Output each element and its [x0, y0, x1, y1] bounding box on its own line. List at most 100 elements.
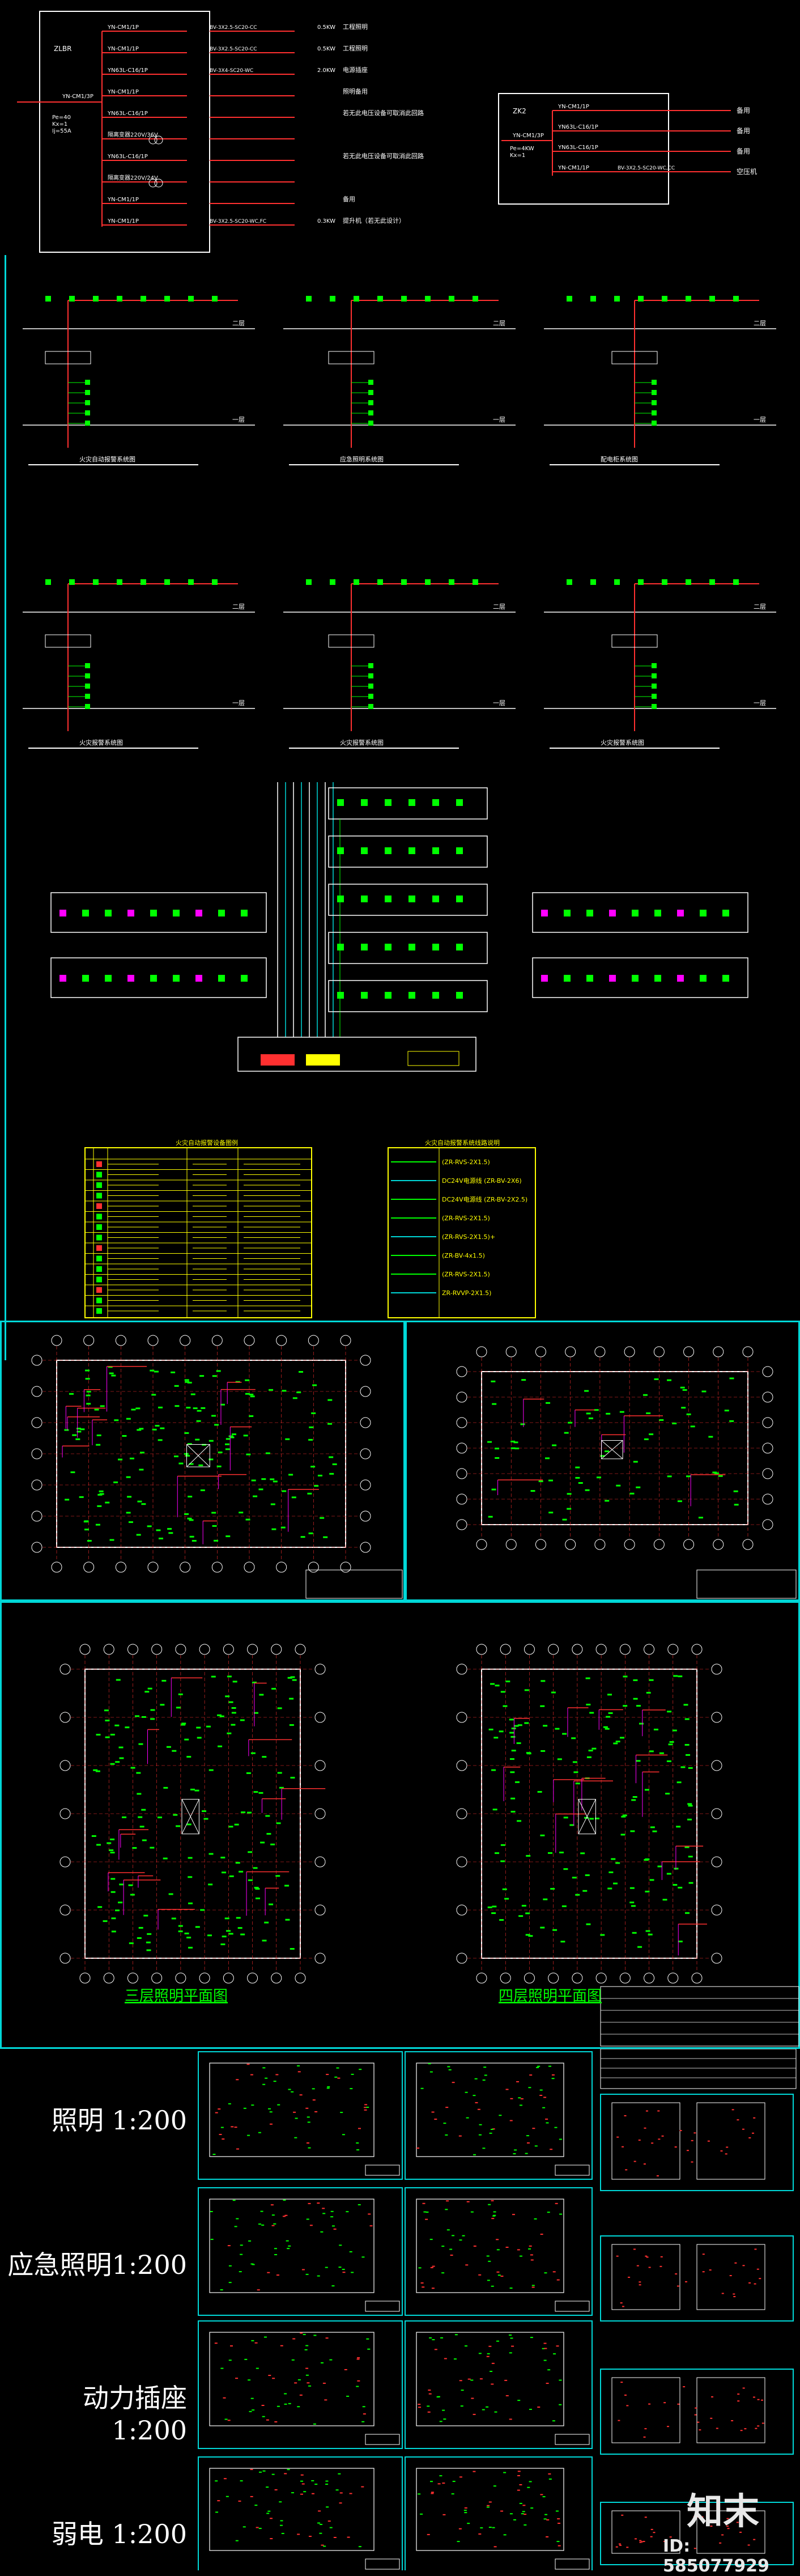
circuit-power: 0.5KW — [317, 46, 335, 52]
thumbnail-fixture — [530, 2259, 534, 2261]
thumbnail-fixture — [693, 2548, 696, 2549]
thumbnail-fixture — [330, 2210, 334, 2212]
light-fixture — [285, 1438, 290, 1440]
thumbnail-fixture — [658, 2138, 661, 2140]
thumbnail-title-block — [555, 2165, 590, 2176]
light-fixture — [156, 1529, 161, 1531]
thumbnail-fixture — [256, 2527, 259, 2528]
thumbnail-fixture — [470, 2379, 474, 2381]
light-fixture — [309, 1426, 314, 1428]
light-fixture — [666, 1760, 671, 1762]
axis-bubble — [223, 1972, 234, 1984]
device-symbol — [456, 992, 463, 999]
light-fixture — [560, 1941, 565, 1943]
axis-bubble — [619, 1644, 631, 1655]
light-fixture — [327, 1399, 333, 1401]
device-symbol — [85, 694, 90, 699]
thumbnail-fixture — [305, 2345, 309, 2346]
axis-bubble — [59, 1904, 71, 1916]
light-fixture — [270, 1843, 275, 1845]
panel-a-sub3: Ij=55A — [52, 128, 71, 134]
thumbnail-fixture — [503, 2472, 507, 2473]
axis-bubble — [762, 1417, 773, 1428]
circuit-breaker: YN-CM1/1P — [558, 104, 589, 110]
thumbnail-fixture — [548, 2479, 552, 2480]
light-fixture — [229, 1875, 234, 1877]
device-symbol — [652, 694, 657, 699]
thumbnail-fixture — [260, 2210, 263, 2212]
thumbnail-fixture — [258, 2223, 261, 2225]
thumbnail-sheet — [198, 2187, 403, 2316]
light-fixture — [212, 1525, 217, 1527]
light-fixture — [510, 1771, 515, 1773]
legend-symbol — [96, 1182, 102, 1188]
thumbnail-fixture — [531, 2286, 535, 2288]
light-fixture — [93, 1769, 98, 1771]
axis-bubble — [115, 1561, 126, 1573]
thumbnail-fixture — [737, 2119, 739, 2121]
light-fixture — [592, 1747, 597, 1750]
light-fixture — [674, 1868, 679, 1870]
device-symbol — [449, 296, 454, 302]
riser-caption: 配电柜系统图 — [601, 456, 638, 463]
thumbnail-sheet — [600, 2502, 794, 2565]
thumbnail-fixture — [346, 2395, 350, 2397]
light-fixture — [168, 1893, 173, 1895]
panel-b-code: ZK2 — [513, 107, 526, 115]
thumbnail-fixture — [325, 2267, 328, 2268]
axis-bubble — [691, 1972, 703, 1984]
light-fixture — [128, 1884, 133, 1886]
thumbnail-fixture — [287, 2248, 290, 2250]
light-fixture — [500, 1860, 505, 1862]
legend-symbol — [96, 1245, 102, 1251]
thumbnail-fixture — [304, 2349, 308, 2350]
plan-sheet-2 — [405, 1321, 800, 1601]
thumbnail-fixture — [540, 2233, 543, 2235]
axis-bubble — [619, 1972, 631, 1984]
device-symbol — [432, 847, 439, 854]
light-fixture — [253, 1712, 258, 1714]
light-fixture — [569, 1824, 575, 1826]
axis-bubble — [31, 1386, 42, 1397]
thumbnail-fixture — [453, 2358, 457, 2360]
axis-bubble — [711, 1808, 722, 1819]
light-fixture — [509, 1758, 514, 1760]
thumbnail-fixture — [269, 2123, 273, 2125]
legend-line-desc: (ZR-RVS-2X1.5) — [442, 1215, 490, 1222]
light-fixture — [630, 1830, 635, 1832]
thumbnail-fixture — [509, 2288, 513, 2289]
thumbnail-fixture — [500, 2276, 504, 2277]
device-symbol — [652, 410, 657, 415]
light-fixture — [64, 1429, 69, 1431]
thumbnail-fixture — [478, 2274, 482, 2276]
thumbnail-fixture — [479, 2378, 483, 2380]
device-symbol — [408, 847, 415, 854]
thumbnail-fixture — [511, 2345, 514, 2347]
light-fixture — [222, 1871, 227, 1874]
thumbnail-fixture — [753, 2117, 756, 2119]
thumbnail-fixture — [534, 2218, 537, 2219]
device-symbol — [408, 944, 415, 950]
light-fixture — [135, 1715, 140, 1717]
light-fixture — [673, 1884, 678, 1886]
axis-bubble — [360, 1355, 371, 1366]
axis-bubble — [711, 1856, 722, 1868]
light-fixture — [280, 1526, 286, 1529]
transformer-symbol — [148, 135, 158, 145]
device-symbol — [590, 579, 596, 585]
light-fixture — [502, 1888, 507, 1890]
thumbnail-fixture — [701, 2516, 704, 2518]
thumbnail-fixture — [342, 2268, 345, 2270]
thumbnail-fixture — [513, 2519, 517, 2520]
thumb-label-power-socket: 动力插座 1:200 — [83, 2383, 187, 2446]
device-symbol — [45, 296, 51, 302]
device-symbol — [368, 410, 373, 415]
light-fixture — [187, 1381, 192, 1384]
thumbnail-fixture — [697, 2421, 700, 2423]
thumbnail-fixture — [644, 2127, 646, 2129]
legend-symbol — [96, 1192, 102, 1199]
light-fixture — [547, 1852, 552, 1854]
thumbnail-fixture — [709, 2269, 712, 2271]
light-fixture — [216, 1465, 222, 1467]
stair-core — [578, 1799, 596, 1835]
